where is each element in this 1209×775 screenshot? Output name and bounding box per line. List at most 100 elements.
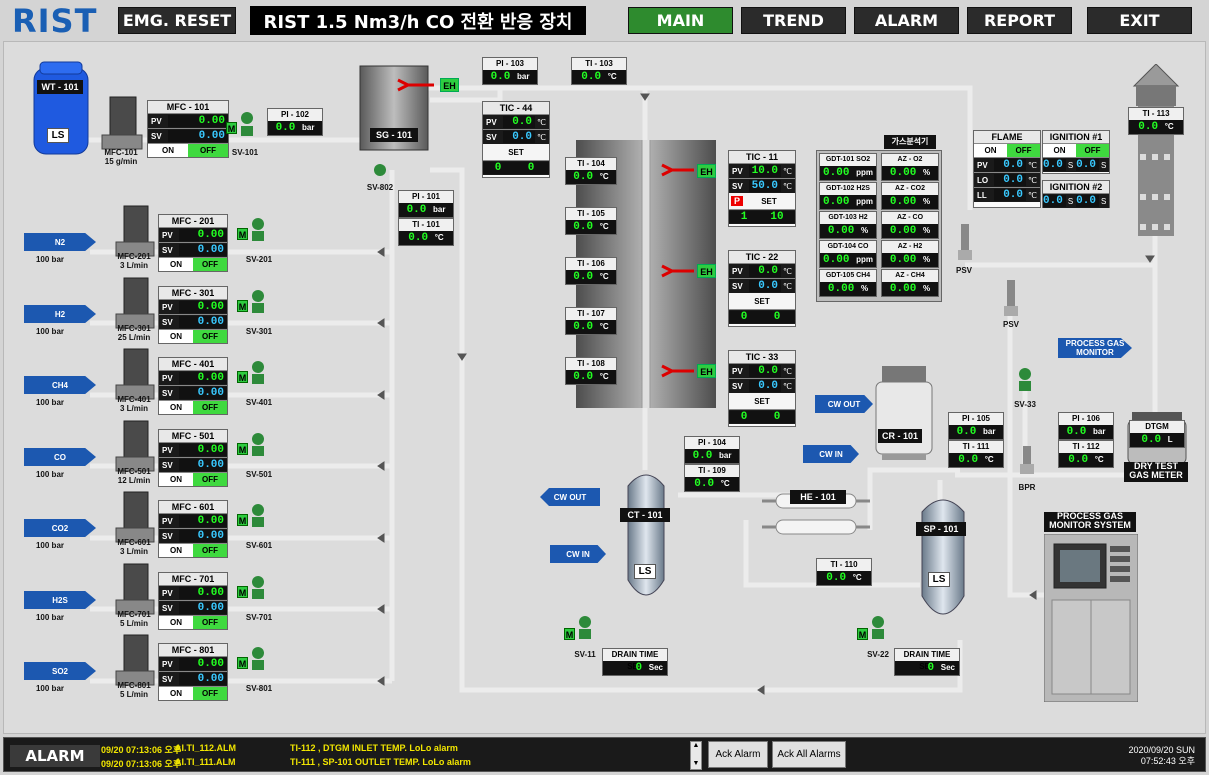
ct-level-switch[interactable]: LS [634,564,656,579]
valve-motor[interactable]: M [237,657,248,669]
alarm-row-1-time[interactable]: 09/20 07:13:06 오후 [101,745,182,755]
mfc-on-button[interactable]: ON [159,330,193,343]
valve-icon[interactable] [249,645,267,675]
mfc-sv[interactable]: 0.00 [179,673,227,685]
mfc-sv[interactable]: 0.00 [179,316,227,328]
sv-101-motor[interactable]: M [226,122,237,134]
ct-cw-out-tag: CW OUT [540,488,600,506]
az-value: 0.00 [889,254,917,266]
alarm-row-2-msg[interactable]: TI-111 , SP-101 OUTLET TEMP. LoLo alarm [290,757,471,767]
valve-icon[interactable] [1016,366,1034,394]
mfc-101-off-button[interactable]: OFF [188,144,228,157]
nav-report-button[interactable]: REPORT [967,7,1072,34]
mfc-on-button[interactable]: ON [159,473,193,486]
ct-drain-value[interactable]: 0 [635,662,643,674]
valve-icon[interactable] [869,614,887,642]
mfc-title: MFC - 601 [159,501,227,513]
mfc-101-sv[interactable]: 0.00 [168,130,228,142]
tic-33-set-button[interactable]: SET [754,396,770,406]
tic-33-sv[interactable]: 0.0 [749,380,782,392]
valve-motor[interactable]: M [237,300,248,312]
tic-22-heater-eh[interactable]: EH [697,264,716,278]
tic-33-heater-eh[interactable]: EH [697,364,716,378]
tic-11-set-button[interactable]: SET [761,196,777,206]
scroll-down-icon[interactable]: ▼ [692,760,700,767]
valve-icon[interactable] [370,160,390,180]
mfc-sv[interactable]: 0.00 [179,602,227,614]
ignition-1-on-button[interactable]: ON [1043,144,1076,157]
tic-11-heater-eh[interactable]: EH [697,164,716,178]
tic-44-pv: 0.0 [503,116,536,128]
mfc-sv[interactable]: 0.00 [179,459,227,471]
nav-alarm-button[interactable]: ALARM [854,7,959,34]
sg-heater-eh[interactable]: EH [440,78,459,92]
sv-22-motor[interactable]: M [857,628,868,640]
tic-44-set-button[interactable]: SET [508,147,524,157]
valve-motor[interactable]: M [237,514,248,526]
valve-motor[interactable]: M [237,371,248,383]
ti-110-tag: TI - 110 0.0 °C [816,558,872,586]
alarm-row-1-tag[interactable]: AI.TI_112.ALM [175,743,237,753]
valve-icon[interactable] [249,502,267,532]
mfc-sv[interactable]: 0.00 [179,530,227,542]
alarm-row-2-tag[interactable]: AI.TI_111.ALM [175,757,236,767]
ignition-1-off-button[interactable]: OFF [1076,144,1109,157]
mfc-off-button[interactable]: OFF [193,401,227,414]
mfc-flow: 5 L/min [119,619,148,628]
valve-icon[interactable] [576,614,594,642]
mfc-sv[interactable]: 0.00 [179,244,227,256]
mfc-off-button[interactable]: OFF [193,258,227,271]
valve-icon[interactable] [249,288,267,318]
pi-105-tag: PI - 105 0.0 bar [948,412,1004,440]
valve-icon[interactable] [249,574,267,604]
emg-reset-button[interactable]: EMG. RESET [118,7,236,34]
mfc-on-button[interactable]: ON [159,616,193,629]
mfc-title: MFC - 701 [159,573,227,585]
tic-33-pv: 0.0 [749,365,782,377]
alarm-row-1-msg[interactable]: TI-112 , DTGM INLET TEMP. LoLo alarm [290,743,458,753]
mfc-off-button[interactable]: OFF [193,687,227,700]
mfc-on-button[interactable]: ON [159,687,193,700]
valve-label: SV-201 [245,255,273,264]
psv-valve-icon[interactable] [956,222,974,262]
nav-main-button[interactable]: MAIN [628,7,733,34]
mfc-off-button[interactable]: OFF [193,544,227,557]
valve-icon[interactable] [249,431,267,461]
alarm-row-2-time[interactable]: 09/20 07:13:06 오후 [101,759,182,769]
sp-drain-value[interactable]: 0 [927,662,935,674]
reactor-ti-tag: TI - 106 0.0 °C [565,257,617,285]
scroll-up-icon[interactable]: ▲ [692,742,700,749]
alarm-scrollbar[interactable]: ▲ ▼ [690,741,702,770]
valve-icon[interactable] [249,216,267,246]
ack-all-alarms-button[interactable]: Ack All Alarms [772,741,846,768]
mfc-on-button[interactable]: ON [159,544,193,557]
mfc-off-button[interactable]: OFF [193,330,227,343]
mfc-off-button[interactable]: OFF [193,473,227,486]
gdt-cell: GDT-102 H2S 0.00 ppm [819,182,877,210]
nav-exit-button[interactable]: EXIT [1087,7,1192,34]
tic-44-sv[interactable]: 0.0 [503,131,536,143]
mfc-sv[interactable]: 0.00 [179,387,227,399]
tic-22-sv[interactable]: 0.0 [749,280,782,292]
tic-11-sv[interactable]: 50.0 [749,180,782,192]
ack-alarm-button[interactable]: Ack Alarm [708,741,768,768]
mfc-on-button[interactable]: ON [159,401,193,414]
tic-22-set-button[interactable]: SET [754,296,770,306]
valve-motor[interactable]: M [237,228,248,240]
sp-level-switch[interactable]: LS [928,572,950,587]
psv-valve-icon[interactable] [1002,278,1020,318]
mfc-off-button[interactable]: OFF [193,616,227,629]
valve-icon[interactable] [249,359,267,389]
mfc-101-on-button[interactable]: ON [148,144,188,157]
flame-on-button[interactable]: ON [974,144,1007,157]
tank-level-switch[interactable]: LS [47,128,69,143]
valve-icon[interactable] [237,110,257,140]
nav-trend-button[interactable]: TREND [741,7,846,34]
valve-motor[interactable]: M [237,586,248,598]
valve-motor[interactable]: M [237,443,248,455]
mfc-on-button[interactable]: ON [159,258,193,271]
sv-11-motor[interactable]: M [564,628,575,640]
bpr-valve-icon[interactable] [1018,444,1036,480]
flame-off-button[interactable]: OFF [1007,144,1040,157]
